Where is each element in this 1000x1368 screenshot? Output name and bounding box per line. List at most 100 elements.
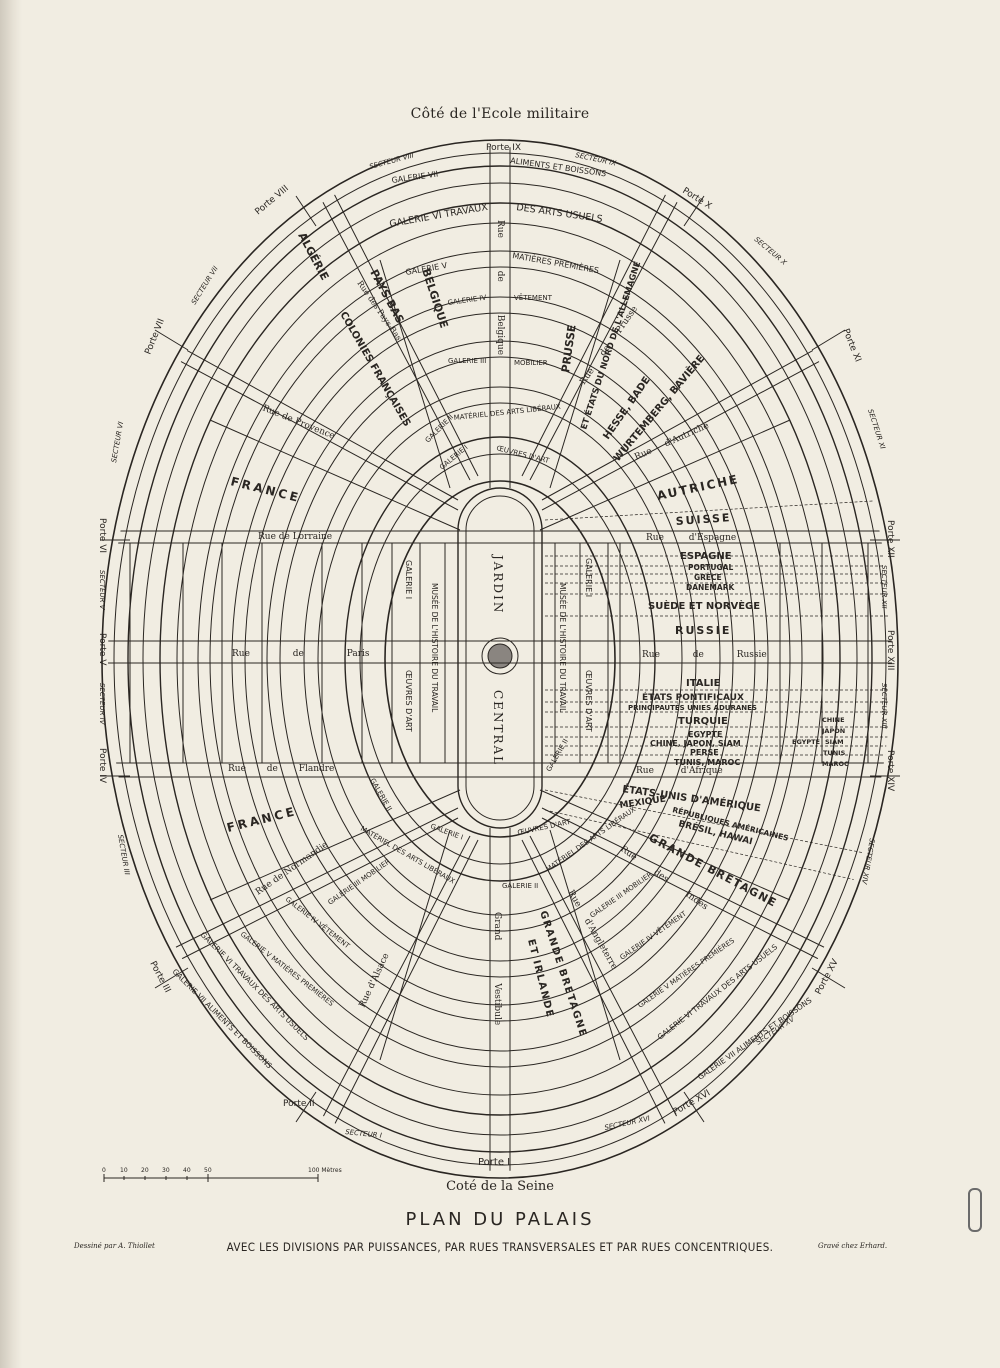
nation-chine-list-1: JAPON bbox=[821, 727, 845, 735]
scale-tick-label: 30 bbox=[162, 1167, 170, 1174]
galerie-4-bottom-left: GALERIE IV VÊTEMENT bbox=[284, 894, 352, 950]
secteur-14: SECTEUR XIV bbox=[860, 838, 876, 886]
garden-fountain-inner bbox=[487, 643, 513, 669]
nation-france-bottom: FRANCE bbox=[225, 804, 298, 835]
porte-6: Porte VI bbox=[97, 518, 107, 553]
porte-3: Porte III bbox=[147, 960, 172, 995]
gallery-ring-1b bbox=[317, 402, 683, 916]
gate-radial bbox=[683, 195, 705, 227]
scale-bar bbox=[103, 1174, 319, 1182]
rue-provence: Rue de Provence bbox=[261, 404, 336, 442]
scale-tick-label: 40 bbox=[183, 1167, 191, 1174]
rue-afrique: Rue d'Afrique bbox=[636, 766, 723, 776]
galerie-5-bottom-left: GALERIE V MATIÈRES PREMIÈRES bbox=[239, 929, 336, 1008]
orientation-bottom-label: Coté de la Seine bbox=[446, 1179, 554, 1194]
radial-street bbox=[303, 839, 479, 1171]
nation-danemark: DANEMARK bbox=[686, 583, 735, 592]
secteur-10: SECTEUR X bbox=[753, 235, 789, 267]
gallery-ring-6 bbox=[176, 222, 824, 1096]
nation-russie: RUSSIE bbox=[675, 624, 731, 637]
rue-lorraine: Rue de Lorraine bbox=[258, 532, 332, 542]
galerie-7-top: GALERIE VII bbox=[391, 170, 439, 185]
secteur-3: SECTEUR III bbox=[116, 834, 131, 876]
scale-tick-label: 10 bbox=[120, 1167, 128, 1174]
nation-mexique: MEXIQUE bbox=[619, 795, 666, 811]
radial-street bbox=[149, 329, 459, 501]
radial-street bbox=[149, 817, 459, 976]
radial-street bbox=[149, 807, 459, 961]
gate-radial bbox=[295, 195, 317, 227]
nation-suisse: SUISSE bbox=[675, 511, 732, 528]
galerie-4-top: GALERIE IV bbox=[447, 294, 487, 307]
rue-paris: Rue de Paris bbox=[232, 649, 370, 659]
galerie-6-top-right: DES ARTS USUELS bbox=[516, 202, 604, 225]
radial-street bbox=[549, 829, 621, 1061]
scale-tick-label: 50 bbox=[204, 1167, 212, 1174]
galerie-3-bottom-left: GALERIE III MOBILIER bbox=[327, 857, 392, 906]
garden-label-bottom: CENTRAL bbox=[491, 690, 505, 766]
nation-grece: GRÈCE bbox=[694, 573, 722, 582]
musee-left: MUSÉE DE L'HISTOIRE DU TRAVAIL bbox=[430, 583, 439, 713]
galerie-3-top: GALERIE III bbox=[448, 357, 486, 365]
nation-chine-japon: CHINE, JAPON, SIAM bbox=[650, 739, 741, 748]
book-spine bbox=[0, 0, 22, 1368]
gallery-ring-inner bbox=[384, 480, 616, 838]
gallery-ring-3b bbox=[244, 312, 756, 1006]
galerie-1-top-right: ŒUVRES D'ART bbox=[496, 444, 551, 465]
secteur-13: SECTEUR XIII bbox=[880, 683, 888, 729]
gallery-ring-4b bbox=[209, 266, 791, 1052]
oeuvres-left: ŒUVRES D'ART bbox=[404, 670, 413, 732]
nation-chine-list-2: SIAM bbox=[825, 738, 844, 746]
secteur-11: SECTEUR XI bbox=[866, 408, 886, 450]
nation-chine-list-0: CHINE bbox=[822, 716, 845, 724]
gate-radial bbox=[295, 1091, 317, 1123]
outer-ring-1 bbox=[101, 139, 899, 1179]
galerie-1-left: GALERIE I bbox=[404, 560, 413, 599]
garden-label-top: JARDIN bbox=[491, 553, 505, 614]
binding-clip-icon bbox=[968, 1188, 982, 1232]
gate-radial bbox=[154, 967, 189, 989]
radial-street bbox=[379, 829, 451, 1061]
central-garden-inner bbox=[465, 495, 535, 821]
nation-turquie: TURQUIE bbox=[678, 716, 728, 727]
oeuvres-right: ŒUVRES D'ART bbox=[584, 670, 593, 732]
porte-5: Porte V bbox=[97, 633, 107, 666]
porte-4: Porte IV bbox=[97, 748, 107, 784]
scale-tick-label: 100 Mètres bbox=[308, 1167, 342, 1174]
radial-street bbox=[541, 344, 851, 511]
gallery-ring-3 bbox=[266, 340, 734, 978]
secteur-7: SECTEUR VII bbox=[190, 265, 220, 306]
gallery-ring-4 bbox=[231, 296, 769, 1022]
gallery-ring-5 bbox=[197, 250, 803, 1068]
radial-street bbox=[209, 789, 461, 901]
galerie-2-left-bottom: GALERIE II bbox=[368, 777, 393, 812]
galerie-2-top-right: MATÉRIEL DES ARTS LIBÉRAUX bbox=[453, 402, 561, 422]
gallery-ring-7 bbox=[159, 202, 841, 1116]
scale-tick-label: 20 bbox=[141, 1167, 149, 1174]
radial-street bbox=[379, 259, 451, 489]
rue-russie: Rue de Russie bbox=[642, 650, 767, 660]
gallery-ring-2 bbox=[303, 386, 697, 932]
radial-street bbox=[541, 329, 851, 501]
radial-street bbox=[539, 419, 791, 531]
nation-belgique: BELGIQUE bbox=[419, 267, 450, 330]
nation-autriche: AUTRICHE bbox=[656, 472, 741, 503]
nation-etats-pont: ÉTATS PONTIFICAUX bbox=[642, 691, 744, 703]
gate-radial bbox=[154, 329, 189, 351]
porte-11: Porte XI bbox=[840, 327, 862, 363]
plan-title: PLAN DU PALAIS bbox=[405, 1209, 595, 1230]
galerie-3-bottom-right: GALERIE III MOBILIER bbox=[589, 870, 654, 919]
gallery-ring-1 bbox=[344, 436, 656, 882]
radial-street bbox=[541, 807, 851, 961]
nation-band-line bbox=[544, 809, 892, 891]
nation-band-line bbox=[544, 789, 892, 861]
secteur-5: SECTEUR V bbox=[98, 570, 106, 611]
nation-band-line bbox=[544, 499, 891, 521]
nation-algerie: ALGÉRIE bbox=[295, 230, 331, 282]
nation-egypte: EGYPTE bbox=[688, 730, 722, 739]
galerie-3-top-right: MOBILIER bbox=[514, 359, 548, 367]
nation-perse: PERSE bbox=[690, 748, 719, 757]
rue-flandre: Rue de Flandre bbox=[228, 764, 334, 774]
gallery-ring-0 bbox=[359, 453, 641, 865]
